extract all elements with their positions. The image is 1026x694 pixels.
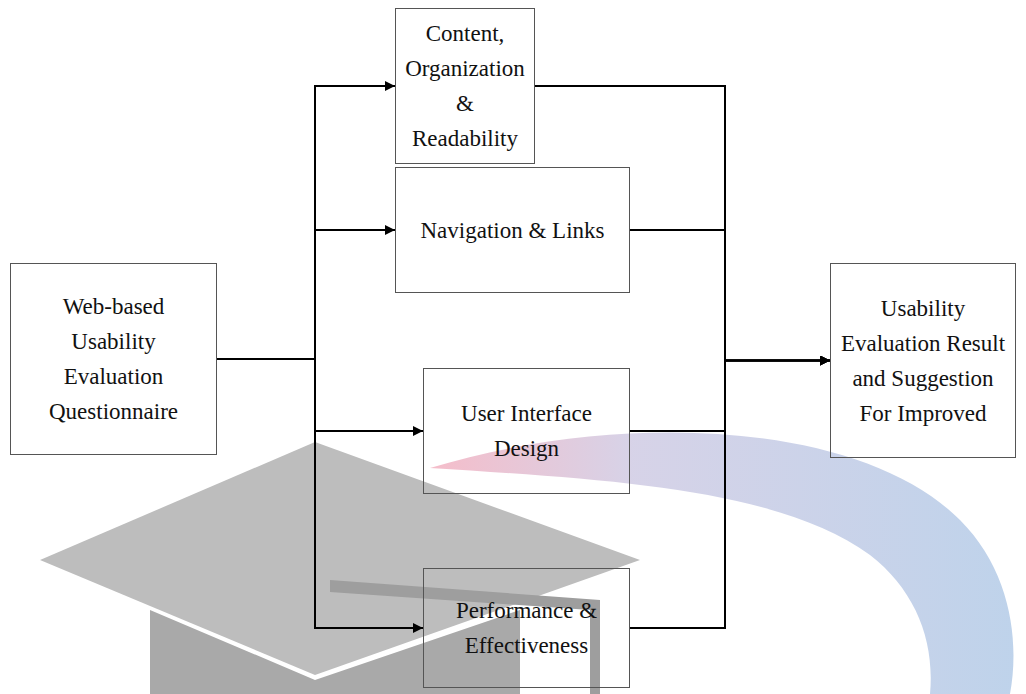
box-label: Content, Organization & Readability: [404, 16, 526, 156]
input-box: Web-based Usability Evaluation Questionn…: [10, 263, 217, 455]
box-label: Performance & Effectiveness: [432, 593, 621, 663]
flow-connector: [630, 230, 830, 361]
category-box: Content, Organization & Readability: [395, 8, 535, 164]
flow-connector: [630, 361, 830, 629]
category-box: Navigation & Links: [395, 167, 630, 293]
flow-connector: [217, 86, 395, 359]
category-box: User Interface Design: [423, 368, 630, 494]
flow-connector: [217, 230, 395, 359]
flow-connector: [217, 359, 423, 628]
flow-connector: [217, 359, 423, 431]
output-box: Usability Evaluation Result and Suggesti…: [830, 263, 1016, 458]
flow-connector: [630, 361, 830, 432]
box-label: User Interface Design: [432, 396, 621, 466]
box-label: Navigation & Links: [421, 213, 605, 248]
category-box: Performance & Effectiveness: [423, 568, 630, 688]
watermark-cap-board: [40, 442, 640, 675]
box-label: Usability Evaluation Result and Suggesti…: [839, 291, 1007, 431]
box-label: Web-based Usability Evaluation Questionn…: [19, 289, 208, 429]
